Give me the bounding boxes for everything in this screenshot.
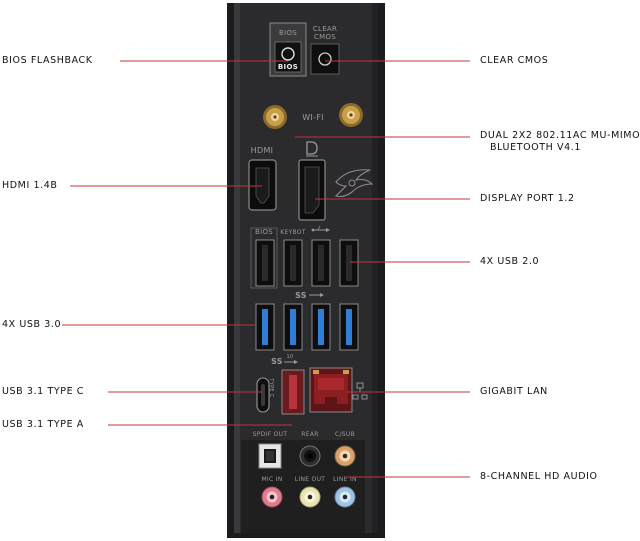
usb-trident-icon: [311, 225, 330, 232]
rear-audio-jack[interactable]: [299, 445, 321, 467]
wifi-antenna-left: [263, 105, 287, 129]
label-clear-cmos: CLEAR CMOS: [480, 55, 549, 66]
displayport-port[interactable]: [298, 159, 326, 221]
label-lan: GIGABIT LAN: [480, 386, 548, 397]
bios-button-text: BIOS: [278, 63, 298, 71]
hdmi-silk: HDMI: [251, 146, 274, 155]
usb3-port-2[interactable]: [283, 303, 303, 351]
label-displayport: DISPLAY PORT 1.2: [480, 193, 575, 204]
wifi-silk: WI-FI: [302, 113, 324, 122]
usb2-port-3[interactable]: [311, 239, 331, 287]
hdmi-port[interactable]: [248, 159, 277, 211]
ss-usb-silk: SS: [295, 291, 307, 300]
bios-flashback-button[interactable]: BIOS: [269, 22, 307, 77]
rog-logo-icon: [334, 169, 374, 198]
label-hdmi: HDMI 1.4B: [2, 180, 58, 191]
usb31-type-c-port[interactable]: [256, 377, 270, 413]
ss10-trident-icon: [284, 360, 298, 364]
gigabit-lan-port[interactable]: [309, 367, 353, 413]
bios-silk: BIOS: [279, 29, 297, 37]
label-wifi-line2: BLUETOOTH V4.1: [490, 142, 582, 153]
mic-in-silk: MIC IN: [261, 476, 282, 483]
wifi-antenna-right: [339, 103, 363, 127]
clear-silk: CLEAR: [313, 25, 337, 33]
usb3-port-4[interactable]: [339, 303, 359, 351]
csub-silk: C/SUB: [335, 431, 355, 438]
spdif-silk: SPDIF OUT: [253, 431, 288, 438]
line-out-silk: LINE OUT: [295, 476, 326, 483]
type-c-silk: TYPE C: [268, 377, 274, 397]
ss-usb-trident-icon: [309, 293, 324, 297]
bios-usb-outline: [250, 227, 278, 289]
label-audio: 8-CHANNEL HD AUDIO: [480, 471, 598, 482]
label-wifi-line1: DUAL 2X2 802.11AC MU-MIMO,: [480, 130, 640, 141]
line-in-jack[interactable]: [334, 486, 356, 508]
usb2-port-4[interactable]: [339, 239, 359, 287]
label-usb31c: USB 3.1 TYPE C: [2, 386, 85, 397]
usb3-port-1[interactable]: [255, 303, 275, 351]
line-in-silk: LINE IN: [333, 476, 357, 483]
csub-audio-jack[interactable]: [334, 445, 356, 467]
spdif-optical-port[interactable]: [258, 443, 282, 469]
rear-silk: REAR: [301, 431, 318, 438]
label-usb20: 4X USB 2.0: [480, 256, 540, 267]
label-usb31a: USB 3.1 TYPE A: [2, 419, 84, 430]
leader-lines-left: [62, 60, 292, 426]
displayport-icon: [306, 141, 318, 157]
usb31-type-a-port[interactable]: [281, 369, 305, 415]
leader-lines-right: [295, 60, 470, 478]
usb2-port-1[interactable]: [255, 239, 275, 287]
ss10-silk: SS: [271, 357, 283, 366]
line-out-jack[interactable]: [299, 486, 321, 508]
keybot-silk: KEYBOT: [280, 229, 306, 236]
clear-cmos-button[interactable]: [310, 43, 340, 75]
usb-bios-silk: BIOS: [255, 228, 273, 236]
mic-in-jack[interactable]: [261, 486, 283, 508]
cmos-silk: CMOS: [314, 33, 336, 41]
ss10-sup-silk: 10: [287, 354, 294, 360]
usb2-port-2[interactable]: [283, 239, 303, 287]
usb3-port-3[interactable]: [311, 303, 331, 351]
label-bios-flashback: BIOS FLASHBACK: [2, 55, 93, 66]
label-usb30: 4X USB 3.0: [2, 319, 62, 330]
